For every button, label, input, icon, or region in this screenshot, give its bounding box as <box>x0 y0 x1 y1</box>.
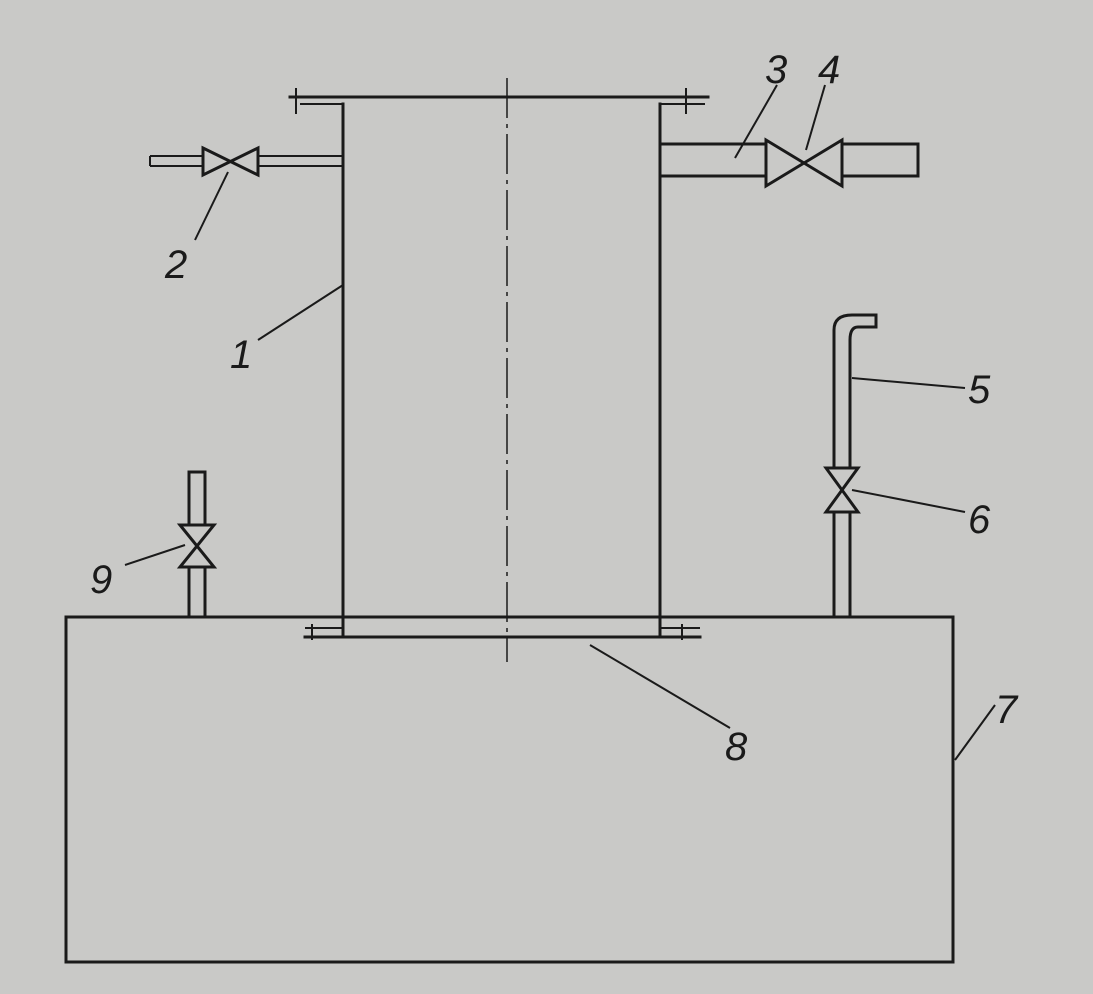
outlet-pipe <box>658 137 920 189</box>
valve-icon <box>764 137 844 189</box>
label-9: 9 <box>90 558 112 602</box>
label-1: 1 <box>230 333 252 377</box>
label-6: 6 <box>968 498 991 542</box>
label-8: 8 <box>725 725 748 769</box>
tank <box>64 615 955 964</box>
cylinder-vessel <box>288 88 710 638</box>
inlet-pipe <box>149 145 343 178</box>
label-2: 2 <box>164 243 187 287</box>
leader-lines <box>124 84 996 761</box>
bottom-plate <box>303 624 702 640</box>
drain-pipe <box>176 470 218 617</box>
label-4: 4 <box>818 48 840 92</box>
vent-pipe <box>823 313 878 617</box>
label-5: 5 <box>968 368 991 412</box>
label-7: 7 <box>995 688 1019 732</box>
valve-icon <box>823 466 861 514</box>
valve-icon <box>201 145 260 178</box>
label-3: 3 <box>765 48 787 92</box>
